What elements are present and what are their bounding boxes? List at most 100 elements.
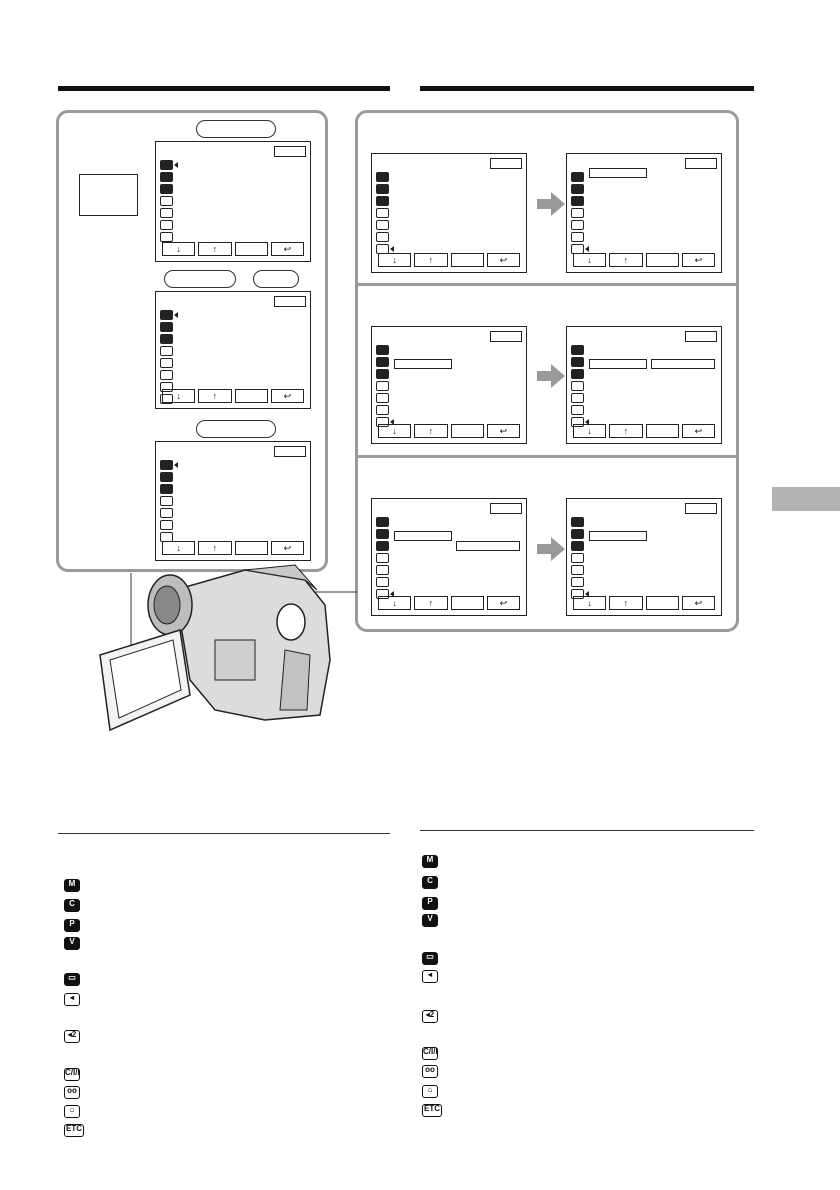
legend-glyph: ▭ bbox=[426, 952, 434, 961]
manual-set-icon bbox=[376, 345, 389, 355]
lcd-exec-button[interactable] bbox=[450, 596, 484, 610]
lcd-up-button[interactable]: ↑ bbox=[609, 253, 643, 267]
cm-set-icon: C/I/I bbox=[64, 1068, 80, 1081]
legend-glyph: ⌂ bbox=[427, 1085, 433, 1094]
lcd-down-button[interactable]: ↓ bbox=[378, 253, 412, 267]
submenu-bar bbox=[456, 541, 520, 551]
lcd-vf-icon bbox=[160, 334, 173, 344]
etc-icon bbox=[571, 589, 589, 599]
tape-icon bbox=[376, 565, 389, 575]
cm-set-icon bbox=[376, 381, 389, 391]
lcd-vf-icon bbox=[160, 484, 173, 494]
etc-icon bbox=[160, 394, 173, 404]
lcd-return-button[interactable]: ↩ bbox=[681, 424, 715, 438]
camera-set-icon bbox=[160, 172, 173, 182]
lcd-exec-button[interactable] bbox=[234, 541, 268, 555]
lcd-exec-button[interactable] bbox=[645, 253, 679, 267]
lcd-up-button[interactable]: ↑ bbox=[198, 389, 232, 403]
memory-mix-2-icon bbox=[160, 508, 173, 518]
lcd-return-button[interactable]: ↩ bbox=[681, 596, 715, 610]
legend-glyph: ◂2 bbox=[425, 1010, 435, 1019]
right-section-rule bbox=[420, 86, 754, 91]
legend-glyph: V bbox=[69, 937, 75, 946]
tape-icon bbox=[160, 208, 173, 218]
lcd-badge bbox=[685, 503, 717, 514]
vtr-set-icon bbox=[160, 322, 173, 332]
cm-set-icon bbox=[160, 358, 173, 368]
vtr-set-icon: V bbox=[64, 937, 80, 950]
toolbox-icon: ⌂ bbox=[422, 1085, 438, 1098]
lcd-return-button[interactable]: ↩ bbox=[681, 253, 715, 267]
vtr-set-icon: V bbox=[422, 914, 438, 927]
highlight-bar bbox=[394, 359, 452, 369]
legend-glyph: C/I/I bbox=[423, 1047, 438, 1056]
legend-glyph: ◂2 bbox=[67, 1030, 77, 1039]
toolbox-icon bbox=[160, 520, 173, 530]
lcd-up-button[interactable]: ↑ bbox=[414, 596, 448, 610]
step3-arrow-icon bbox=[537, 537, 565, 561]
lcd-screen-1: ↓ ↑ ↩ bbox=[155, 141, 311, 262]
lcd-return-button[interactable]: ↩ bbox=[270, 242, 304, 256]
step2-lcd-before: ↓ ↑ ↩ bbox=[371, 326, 527, 444]
memory-set-icon bbox=[160, 184, 173, 194]
legend-glyph: M bbox=[68, 879, 76, 888]
lcd-badge bbox=[274, 146, 306, 157]
cm-set-icon: C/I/I bbox=[422, 1047, 438, 1060]
etc-icon bbox=[376, 417, 394, 427]
toolbox-icon bbox=[376, 577, 389, 587]
menu-button-pill bbox=[196, 120, 276, 138]
lcd-down-button[interactable]: ↓ bbox=[162, 242, 196, 256]
etc-icon bbox=[160, 232, 173, 242]
lcd-exec-button[interactable] bbox=[234, 242, 268, 256]
tape-icon bbox=[571, 565, 584, 575]
right-legend-rule bbox=[420, 830, 754, 831]
lcd-down-button[interactable]: ↓ bbox=[573, 253, 607, 267]
lcd-return-button[interactable]: ↩ bbox=[486, 424, 520, 438]
highlight-bar bbox=[394, 531, 452, 541]
camera-set-icon bbox=[376, 529, 389, 539]
legend-glyph: oo bbox=[67, 1086, 77, 1095]
lcd-exec-button[interactable] bbox=[450, 424, 484, 438]
lcd-return-button[interactable]: ↩ bbox=[270, 389, 304, 403]
lcd-exec-button[interactable] bbox=[450, 253, 484, 267]
legend-glyph: P bbox=[427, 897, 433, 906]
toolbox-icon bbox=[160, 220, 173, 230]
lcd-down-button[interactable]: ↓ bbox=[573, 424, 607, 438]
lcd-up-button[interactable]: ↑ bbox=[198, 541, 232, 555]
highlight-bar bbox=[589, 359, 647, 369]
tape-icon bbox=[376, 220, 389, 230]
lcd-down-button[interactable]: ↓ bbox=[162, 541, 196, 555]
chapter-tab bbox=[772, 487, 840, 511]
tape-icon bbox=[571, 220, 584, 230]
etc-icon bbox=[571, 417, 589, 427]
lcd-up-button[interactable]: ↑ bbox=[414, 424, 448, 438]
lcd-exec-button[interactable] bbox=[645, 596, 679, 610]
lcd-up-button[interactable]: ↑ bbox=[609, 424, 643, 438]
step3-lcd-before: ↓ ↑ ↩ bbox=[371, 498, 527, 616]
legend-glyph: M bbox=[426, 855, 434, 864]
lcd-up-button[interactable]: ↑ bbox=[198, 242, 232, 256]
lcd-up-button[interactable]: ↑ bbox=[609, 596, 643, 610]
manual-set-icon bbox=[160, 310, 178, 320]
cm-set-icon bbox=[376, 553, 389, 563]
lcd-badge bbox=[685, 331, 717, 342]
lcd-down-button[interactable]: ↓ bbox=[378, 424, 412, 438]
legend-glyph: V bbox=[427, 914, 433, 923]
manual-set-icon bbox=[571, 172, 584, 182]
lcd-up-button[interactable]: ↑ bbox=[414, 253, 448, 267]
lcd-return-button[interactable]: ↩ bbox=[486, 596, 520, 610]
lcd-exec-button[interactable] bbox=[645, 424, 679, 438]
manual-set-icon: M bbox=[64, 879, 80, 892]
lcd-exec-button[interactable] bbox=[234, 389, 268, 403]
lcd-return-button[interactable]: ↩ bbox=[270, 541, 304, 555]
camera-set-icon bbox=[376, 184, 389, 194]
lcd-vf-icon bbox=[571, 541, 584, 551]
lcd-down-button[interactable]: ↓ bbox=[162, 389, 196, 403]
lcd-down-button[interactable]: ↓ bbox=[378, 596, 412, 610]
toolbox-icon bbox=[571, 405, 584, 415]
submenu-bar bbox=[651, 359, 715, 369]
lcd-down-button[interactable]: ↓ bbox=[573, 596, 607, 610]
memory-set-icon: P bbox=[422, 897, 438, 910]
tape-icon bbox=[571, 393, 584, 403]
lcd-return-button[interactable]: ↩ bbox=[486, 253, 520, 267]
